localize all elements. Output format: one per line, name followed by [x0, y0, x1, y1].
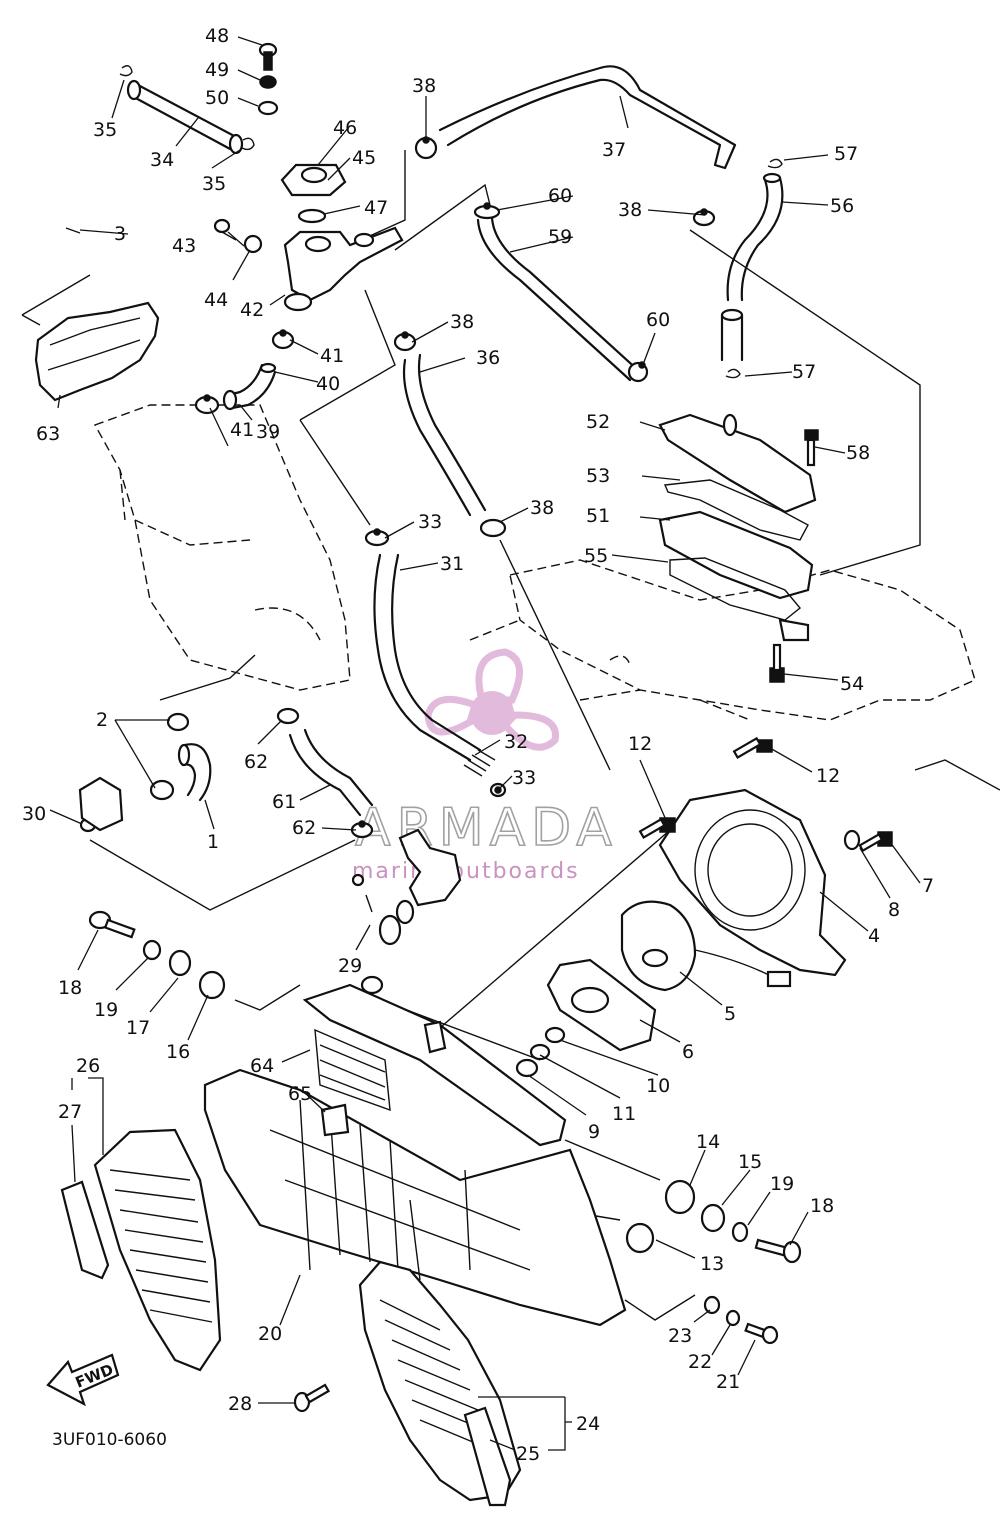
- part-number-labels: 48 49 50 35 34 35 46 45 47 38 37 57 56 6…: [22, 25, 934, 1465]
- part-label: 50: [205, 87, 229, 109]
- part-label: 54: [840, 673, 864, 695]
- part-label: 17: [126, 1017, 150, 1039]
- reservoir-tank: [34, 301, 160, 402]
- part-label: 28: [228, 1393, 252, 1415]
- part-label: 53: [586, 465, 610, 487]
- part-label: 62: [292, 817, 316, 839]
- part-label: 31: [440, 553, 464, 575]
- watermark-brand-text: ARMADA: [355, 798, 618, 858]
- part-label: 23: [668, 1325, 692, 1347]
- part-label: 33: [418, 511, 442, 533]
- part-label: 65: [288, 1083, 312, 1105]
- part-label: 60: [646, 309, 670, 331]
- part-label: 18: [58, 977, 82, 999]
- fwd-arrow-icon: FWD: [46, 1353, 120, 1407]
- mounting-hardware-right: [293, 1179, 802, 1413]
- part-label: 12: [816, 765, 840, 787]
- part-label: 20: [258, 1323, 282, 1345]
- part-label: 1: [207, 831, 219, 853]
- part-label: 63: [36, 423, 60, 445]
- part-label: 59: [548, 226, 572, 248]
- part-label: 57: [834, 143, 858, 165]
- part-label: 51: [586, 505, 610, 527]
- part-label: 62: [244, 751, 268, 773]
- part-label: 2: [96, 709, 108, 731]
- leader-lines: [49, 36, 921, 1451]
- watermark-sub-text: marine outboards: [352, 859, 580, 884]
- part-label: 38: [530, 497, 554, 519]
- part-label: 18: [810, 1195, 834, 1217]
- part-label: 35: [202, 173, 226, 195]
- part-label: 34: [150, 149, 174, 171]
- part-label: 44: [204, 289, 228, 311]
- hoses: [126, 65, 784, 817]
- part-label: 11: [612, 1103, 636, 1125]
- part-label: 57: [792, 361, 816, 383]
- part-label: 30: [22, 803, 46, 825]
- part-label: 12: [628, 733, 652, 755]
- part-label: 8: [888, 899, 900, 921]
- part-label: 14: [696, 1131, 720, 1153]
- drawing-code: 3UF010-6060: [52, 1430, 167, 1450]
- part-label: 38: [412, 75, 436, 97]
- part-label: 9: [588, 1121, 600, 1143]
- part-label: 13: [700, 1253, 724, 1275]
- part-label: 60: [548, 185, 572, 207]
- part-label: 38: [618, 199, 642, 221]
- part-label: 29: [338, 955, 362, 977]
- part-label: 32: [504, 731, 528, 753]
- part-label: 42: [240, 299, 264, 321]
- part-label: 15: [738, 1151, 762, 1173]
- part-label: 24: [576, 1413, 600, 1435]
- part-label: 19: [770, 1173, 794, 1195]
- part-label: 58: [846, 442, 870, 464]
- part-label: 64: [250, 1055, 274, 1077]
- part-label: 55: [584, 545, 608, 567]
- part-label: 46: [333, 117, 357, 139]
- part-label: 38: [450, 311, 474, 333]
- part-label: 41: [230, 419, 254, 441]
- part-label: 36: [476, 347, 500, 369]
- part-label: 25: [516, 1443, 540, 1465]
- part-label: 27: [58, 1101, 82, 1123]
- armada-watermark: ARMADA marine outboards: [352, 648, 618, 884]
- part-label: 10: [646, 1075, 670, 1097]
- part-label: 40: [316, 373, 340, 395]
- part-label: 7: [922, 875, 934, 897]
- watermark-propeller-icon: [424, 648, 559, 751]
- part-label: 49: [205, 59, 229, 81]
- radiator-core: [203, 975, 627, 1327]
- part-label: 33: [512, 767, 536, 789]
- mounting-hardware-left: [88, 910, 226, 1000]
- part-label: 5: [724, 1003, 736, 1025]
- part-label: 56: [830, 195, 854, 217]
- part-label: 22: [688, 1351, 712, 1373]
- part-label: 43: [172, 235, 196, 257]
- part-label: 35: [93, 119, 117, 141]
- thermostat-housing: [65, 42, 404, 312]
- part-label: 19: [94, 999, 118, 1021]
- water-jacket-cover: [658, 413, 819, 683]
- part-label: 61: [272, 791, 296, 813]
- part-label: 52: [586, 411, 610, 433]
- radiator-side-covers: [60, 1128, 522, 1507]
- part-label: 4: [868, 925, 880, 947]
- part-label: 41: [320, 345, 344, 367]
- part-label: 48: [205, 25, 229, 47]
- part-label: 3: [114, 223, 126, 245]
- part-label: 45: [352, 147, 376, 169]
- engine-outline: [93, 404, 1000, 791]
- part-label: 21: [716, 1371, 740, 1393]
- part-label: 16: [166, 1041, 190, 1063]
- part-label: 39: [256, 421, 280, 443]
- part-label: 26: [76, 1055, 100, 1077]
- part-label: 6: [682, 1041, 694, 1063]
- part-label: 37: [602, 139, 626, 161]
- cooling-fan-assembly: [515, 736, 893, 1078]
- part-label: 47: [364, 197, 388, 219]
- water-pipe-joint: [78, 749, 496, 946]
